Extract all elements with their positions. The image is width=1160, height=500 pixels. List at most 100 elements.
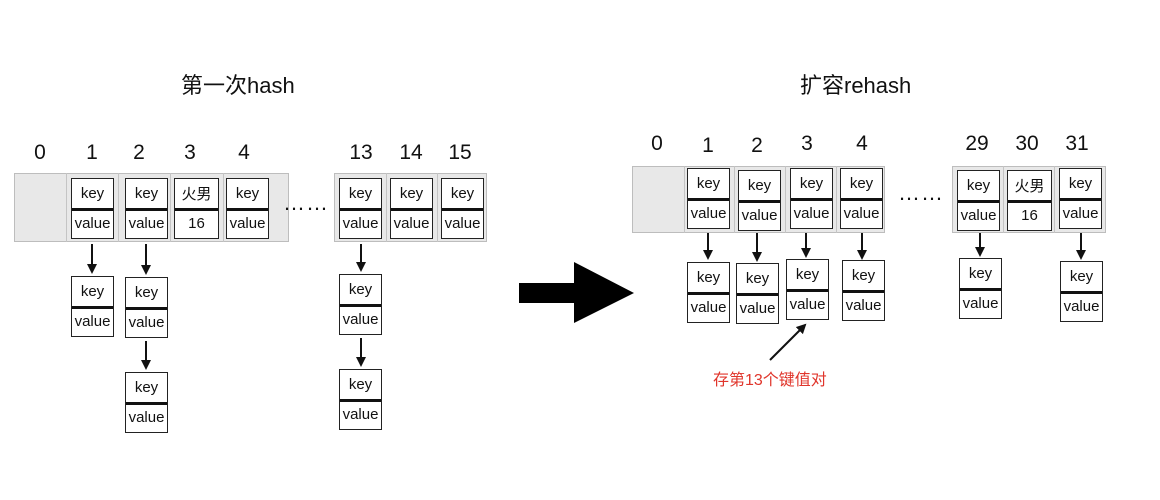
right-slot-1-entry: key value bbox=[687, 168, 730, 229]
right-cell-separator bbox=[734, 166, 735, 233]
entry-key: key bbox=[745, 270, 770, 288]
left-title: 第一次hash bbox=[181, 73, 295, 98]
entry-value: value bbox=[845, 296, 882, 314]
left-index-4: 4 bbox=[238, 141, 250, 164]
entry-value: value bbox=[74, 312, 111, 330]
entry-key: key bbox=[851, 267, 876, 285]
entry-value: value bbox=[1062, 204, 1099, 222]
entry-divider bbox=[391, 207, 432, 211]
entry-divider bbox=[1061, 290, 1102, 294]
right-cell-separator bbox=[684, 166, 685, 233]
left-slot-13-entry: key value bbox=[339, 178, 382, 239]
entry-value: value bbox=[128, 214, 165, 232]
entry-value: value bbox=[342, 310, 379, 328]
entry-value: value bbox=[74, 214, 111, 232]
left-index-15: 15 bbox=[448, 141, 472, 164]
entry-key: key bbox=[795, 266, 820, 284]
right-index-31: 31 bbox=[1065, 132, 1089, 155]
entry-divider bbox=[688, 291, 729, 295]
entry-key: 火男 bbox=[1014, 178, 1045, 196]
left-chain-13-node: key value bbox=[339, 369, 382, 430]
transition-arrow bbox=[519, 262, 634, 323]
entry-value: value bbox=[393, 214, 430, 232]
entry-key: key bbox=[799, 175, 824, 193]
entry-value: value bbox=[1063, 297, 1100, 315]
right-chain-2-node: key value bbox=[736, 263, 779, 324]
right-cell-separator bbox=[785, 166, 786, 233]
entry-divider bbox=[340, 207, 381, 211]
entry-key: key bbox=[450, 185, 475, 203]
annotation-pointer-arrow bbox=[769, 323, 807, 361]
entry-value: value bbox=[789, 295, 826, 313]
right-slot-31-entry: key value bbox=[1059, 168, 1102, 229]
left-cell-separator bbox=[437, 173, 438, 242]
entry-key: key bbox=[348, 185, 373, 203]
entry-divider bbox=[126, 401, 167, 405]
entry-divider bbox=[787, 288, 828, 292]
entry-value: value bbox=[444, 214, 481, 232]
entry-value: value bbox=[960, 206, 997, 224]
left-cell-separator bbox=[170, 173, 171, 242]
entry-key: key bbox=[1069, 268, 1094, 286]
right-title: 扩容rehash bbox=[800, 73, 912, 98]
right-chain-29-node: key value bbox=[959, 258, 1002, 319]
entry-value: value bbox=[128, 408, 165, 426]
entry-key: key bbox=[134, 379, 159, 397]
entry-key: key bbox=[968, 265, 993, 283]
right-slot-29-entry: key value bbox=[957, 170, 1000, 231]
entry-divider bbox=[72, 207, 113, 211]
entry-key: key bbox=[134, 185, 159, 203]
right-cell-separator bbox=[1054, 166, 1055, 233]
entry-divider bbox=[739, 199, 780, 203]
right-slot-30-entry: 火男 16 bbox=[1007, 170, 1052, 231]
entry-key: key bbox=[399, 185, 424, 203]
entry-key: key bbox=[235, 185, 260, 203]
right-index-0: 0 bbox=[651, 132, 663, 155]
left-chain-2-node: key value bbox=[125, 277, 168, 338]
right-index-3: 3 bbox=[801, 132, 813, 155]
right-cell-separator bbox=[836, 166, 837, 233]
entry-divider bbox=[126, 306, 167, 310]
left-cell-separator bbox=[66, 173, 67, 242]
right-slot-3-entry: key value bbox=[790, 168, 833, 229]
right-chain-4-node: key value bbox=[842, 260, 885, 321]
entry-value: value bbox=[843, 204, 880, 222]
annotation-label: 存第13个键值对 bbox=[713, 372, 827, 389]
left-cell-separator bbox=[223, 173, 224, 242]
left-slot-4-entry: key value bbox=[226, 178, 269, 239]
entry-divider bbox=[442, 207, 483, 211]
right-index-4: 4 bbox=[856, 132, 868, 155]
right-ellipsis: …… bbox=[898, 180, 944, 205]
entry-value: value bbox=[793, 204, 830, 222]
left-index-0: 0 bbox=[34, 141, 46, 164]
left-cell-separator bbox=[386, 173, 387, 242]
entry-value: value bbox=[128, 313, 165, 331]
entry-divider bbox=[175, 207, 218, 211]
left-slot-3-entry: 火男 16 bbox=[174, 178, 219, 239]
left-chain-2-node: key value bbox=[125, 372, 168, 433]
entry-key: key bbox=[849, 175, 874, 193]
left-cell-separator bbox=[118, 173, 119, 242]
left-slot-15-entry: key value bbox=[441, 178, 484, 239]
entry-value: value bbox=[342, 214, 379, 232]
left-index-3: 3 bbox=[184, 141, 196, 164]
entry-key: key bbox=[696, 175, 721, 193]
entry-key: key bbox=[348, 376, 373, 394]
left-index-1: 1 bbox=[86, 141, 98, 164]
entry-key: 火男 bbox=[181, 186, 212, 204]
entry-key: key bbox=[80, 283, 105, 301]
entry-value: value bbox=[741, 206, 778, 224]
left-slot-14-entry: key value bbox=[390, 178, 433, 239]
entry-value: value bbox=[962, 294, 999, 312]
right-chain-3-node: key value bbox=[786, 259, 829, 320]
right-index-2: 2 bbox=[751, 134, 763, 157]
entry-value: value bbox=[690, 204, 727, 222]
entry-value: value bbox=[342, 405, 379, 423]
entry-divider bbox=[1060, 197, 1101, 201]
entry-divider bbox=[843, 289, 884, 293]
entry-key: key bbox=[696, 269, 721, 287]
entry-divider bbox=[72, 305, 113, 309]
entry-value: value bbox=[690, 298, 727, 316]
entry-key: key bbox=[747, 177, 772, 195]
entry-divider bbox=[227, 207, 268, 211]
